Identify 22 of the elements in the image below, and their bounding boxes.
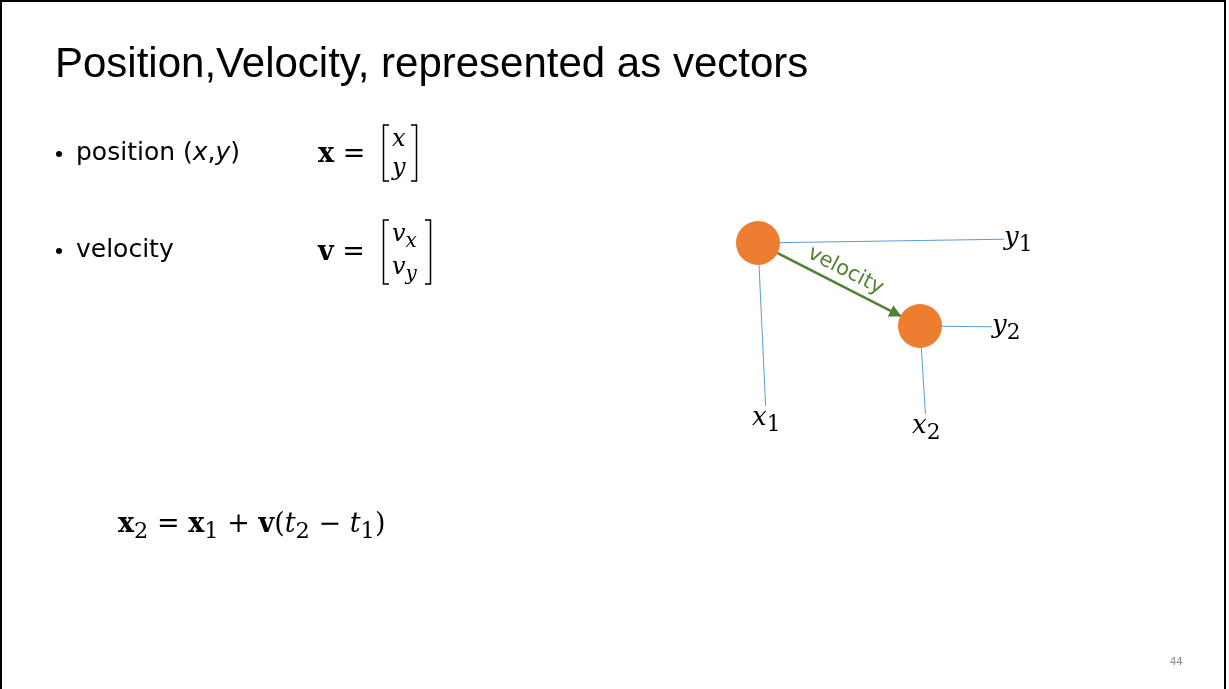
matrix-entry: v$_{y}$ — [392, 253, 417, 284]
connector-line — [920, 347, 926, 415]
matrix-entry: x — [392, 125, 406, 152]
arrow — [777, 251, 902, 318]
equation-lhs: v = — [318, 236, 365, 266]
bullet-text: velocity — [76, 235, 174, 263]
circle-dot — [898, 304, 942, 348]
coordinate-label: y$_{1}$ — [1004, 222, 1033, 256]
circle-dot — [736, 221, 780, 265]
bullet-text: position (x,y) — [76, 138, 241, 166]
page-number: 44 — [1170, 656, 1183, 667]
matrix-entry: v$_{x}$ — [392, 220, 417, 251]
coordinate-label: x$_{2}$ — [912, 410, 941, 444]
slide-title: Position,Velocity, represented as vectors — [55, 40, 809, 87]
equation-lhs: x = — [318, 138, 366, 168]
connector-line — [758, 264, 767, 407]
connector-line — [779, 238, 1005, 244]
equation: x$_{2}$ = x$_{1}$ + v(t$_{2}$ − t$_{1}$) — [118, 508, 386, 544]
coordinate-label: x$_{1}$ — [752, 402, 781, 436]
coordinate-label: y$_{2}$ — [992, 310, 1021, 344]
connector-line — [941, 325, 993, 328]
matrix-entry: y — [392, 154, 406, 181]
